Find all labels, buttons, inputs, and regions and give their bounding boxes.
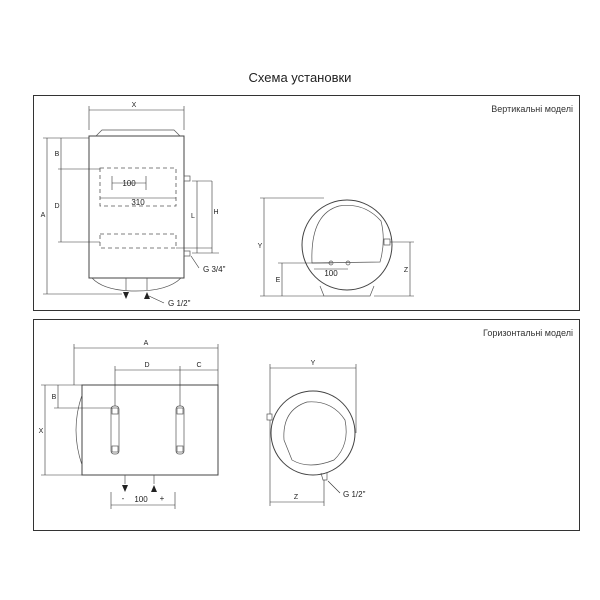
- lower-side-fitting: [183, 250, 191, 257]
- dim-y-label: Y: [258, 243, 263, 250]
- side-view-inner: [283, 401, 347, 466]
- page-title: Схема установки: [248, 70, 352, 85]
- upper-bracket: [99, 167, 177, 207]
- lower-bracket: [99, 233, 177, 249]
- g12-connection-label: G 1/2": [168, 299, 191, 308]
- vertical-models-panel: Вертикальні моделі X A B D: [33, 95, 580, 311]
- dim-x-label: X: [39, 428, 44, 435]
- dim-a-label: A: [41, 212, 46, 219]
- vertical-tank-body: [88, 135, 185, 279]
- hot-water-arrow-icon: [144, 292, 150, 299]
- vertical-models-label: Вертикальні моделі: [491, 104, 573, 114]
- horizontal-tank-body: [81, 384, 219, 476]
- dim-a-label: A: [144, 340, 149, 347]
- dim-100-side-label: 100: [324, 269, 338, 278]
- dim-l-label: L: [191, 213, 195, 220]
- horizontal-models-panel: Горизонтальні моделі A D C B: [33, 319, 580, 531]
- dim-c-label: C: [196, 362, 201, 369]
- dim-h-label: H: [213, 209, 218, 216]
- vertical-tank-bottom: [91, 277, 182, 292]
- dim-d-label: D: [144, 362, 149, 369]
- dim-z-label: Z: [294, 494, 299, 501]
- horizontal-tank-cap: [75, 394, 83, 466]
- dim-b-label: B: [55, 151, 60, 158]
- vertical-diagram: X A B D 100 310 L H G 3/4" G 1/2": [41, 102, 414, 308]
- dim-z-label: Z: [404, 267, 409, 274]
- horizontal-diagram: A D C B X - 100 + Y Z: [39, 340, 366, 509]
- dim-100-label: 100: [122, 179, 136, 188]
- upper-side-fitting: [183, 175, 191, 182]
- cold-water-arrow-icon: [122, 485, 128, 492]
- dim-100-label: 100: [134, 495, 148, 504]
- dim-310-label: 310: [131, 198, 145, 207]
- dim-e-label: E: [276, 277, 281, 284]
- dim-y-label: Y: [311, 360, 316, 367]
- plus-label: +: [160, 494, 165, 503]
- minus-label: -: [122, 494, 125, 503]
- vertical-tank-cap: [95, 129, 181, 137]
- dim-d-label: D: [54, 203, 59, 210]
- vertical-side-view: [301, 199, 393, 291]
- side-view-inner: [311, 205, 384, 264]
- hot-water-arrow-icon: [151, 485, 157, 492]
- dim-b-label: B: [52, 394, 57, 401]
- cold-water-arrow-icon: [123, 292, 129, 299]
- g34-connection-label: G 3/4": [203, 265, 226, 274]
- horizontal-side-view: [270, 390, 356, 476]
- g12-connection-label: G 1/2": [343, 490, 366, 499]
- horizontal-models-label: Горизонтальні моделі: [483, 328, 573, 338]
- dim-x-label: X: [132, 102, 137, 109]
